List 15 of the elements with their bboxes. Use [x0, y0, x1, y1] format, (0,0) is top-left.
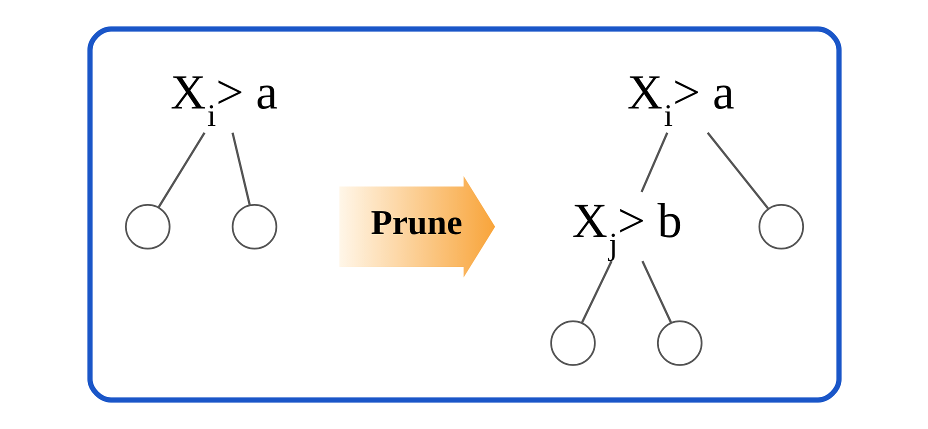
node-text: X$_{i}$> a [170, 64, 278, 133]
connector [230, 132, 250, 206]
connector [640, 132, 668, 192]
node-circle [550, 320, 596, 366]
connector [706, 132, 768, 210]
node-circle [231, 204, 277, 250]
node-circle [656, 320, 702, 366]
node-circle [124, 204, 170, 250]
connector [580, 260, 612, 324]
cluster [86, 26, 842, 403]
node-text: X$_{i}$> a [626, 64, 734, 133]
connector [640, 260, 672, 324]
node-text: X$_{j}$> b [572, 193, 682, 262]
node-circle [758, 204, 804, 250]
connector [157, 132, 205, 208]
